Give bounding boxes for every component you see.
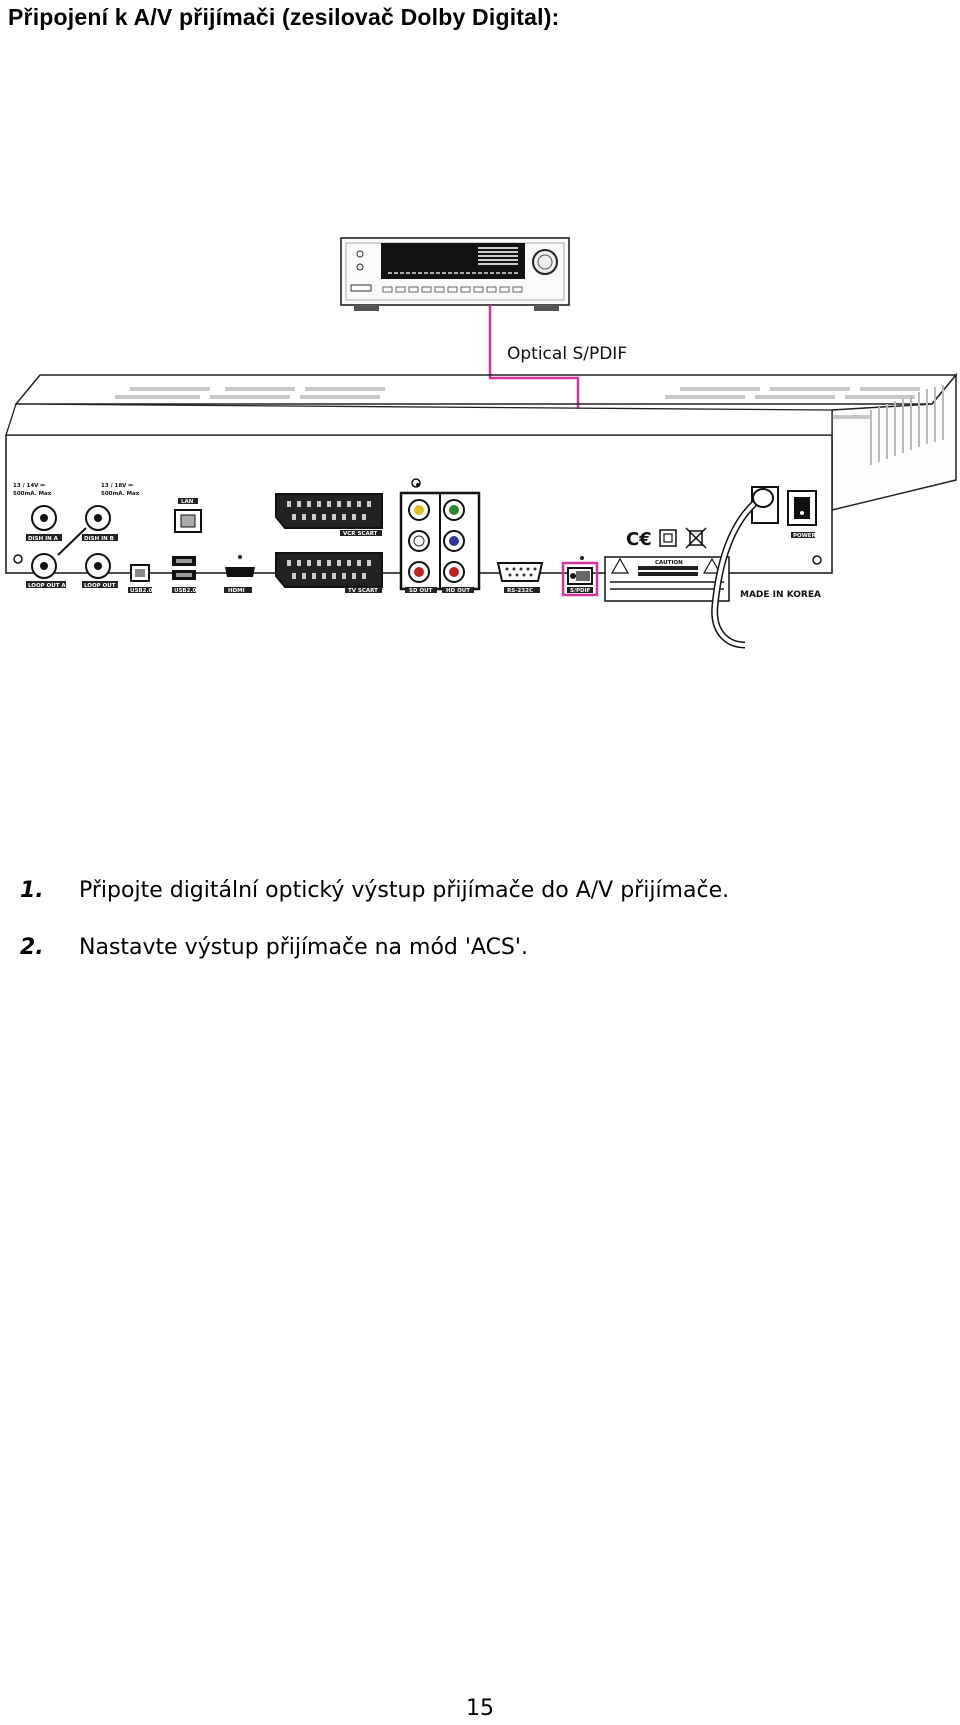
usb-1-label: USB2.0 (130, 588, 153, 594)
step-number: 1. (20, 878, 44, 903)
caution-text: CAUTION (655, 560, 683, 566)
caution-label: CAUTION (604, 556, 730, 602)
dish-in-a-label: DISH IN A (28, 536, 59, 542)
set-top-box: 13 / 14V ⎓ 500mA. Max 13 / 18V ⎓ 500mA. … (5, 372, 958, 649)
step-text: Nastavte výstup přijímače na mód 'ACS'. (79, 935, 528, 960)
spdif-label: S/PDIF (570, 588, 591, 594)
connection-diagram: Optical S/PDIF (0, 225, 960, 655)
made-in-korea: MADE IN KOREA (740, 590, 821, 600)
rs232-label: RS-232C (507, 588, 533, 594)
page-title: Připojení k A/V přijímači (zesilovač Dol… (8, 4, 560, 30)
av-receiver (340, 237, 570, 311)
rs232-port: RS-232C (496, 562, 544, 594)
lnb-a-power: 13 / 14V ⎓ (13, 483, 45, 489)
dish-in-b-label: DISH IN B (84, 536, 114, 542)
lnb-a-current: 500mA. Max (13, 491, 52, 497)
loop-out-b-label: LOOP OUT B (84, 583, 122, 589)
vcr-scart-label: VCR SCART (343, 531, 378, 537)
hdmi-label: HDMI (228, 588, 245, 594)
diagram-svg: Optical S/PDIF (5, 237, 958, 649)
page-number: 15 (466, 1696, 494, 1721)
lnb-b-power: 13 / 18V ⎓ (101, 483, 133, 489)
cable-label: Optical S/PDIF (507, 344, 627, 364)
hd-out-label: HD OUT (446, 588, 470, 594)
lnb-b-current: 500mA. Max (101, 491, 140, 497)
step-number: 2. (20, 935, 44, 960)
rca-block: SD OUT HD OUT (399, 478, 481, 594)
usb-2-label: USB2.0 (174, 588, 197, 594)
lan-label: LAN (181, 499, 194, 505)
scart-vcr: VCR SCART (275, 493, 383, 537)
power-label: POWER (793, 533, 817, 539)
sd-out-label: SD OUT (409, 588, 433, 594)
ce-mark: C€ (626, 529, 652, 550)
tv-scart-label: TV SCART (348, 588, 378, 594)
step-text: Připojte digitální optický výstup přijím… (79, 878, 730, 903)
scart-tv: TV SCART (275, 552, 383, 594)
weee-icon (685, 527, 707, 549)
spdif-port: S/PDIF (561, 556, 599, 597)
loop-out-a-label: LOOP OUT A (28, 583, 66, 589)
